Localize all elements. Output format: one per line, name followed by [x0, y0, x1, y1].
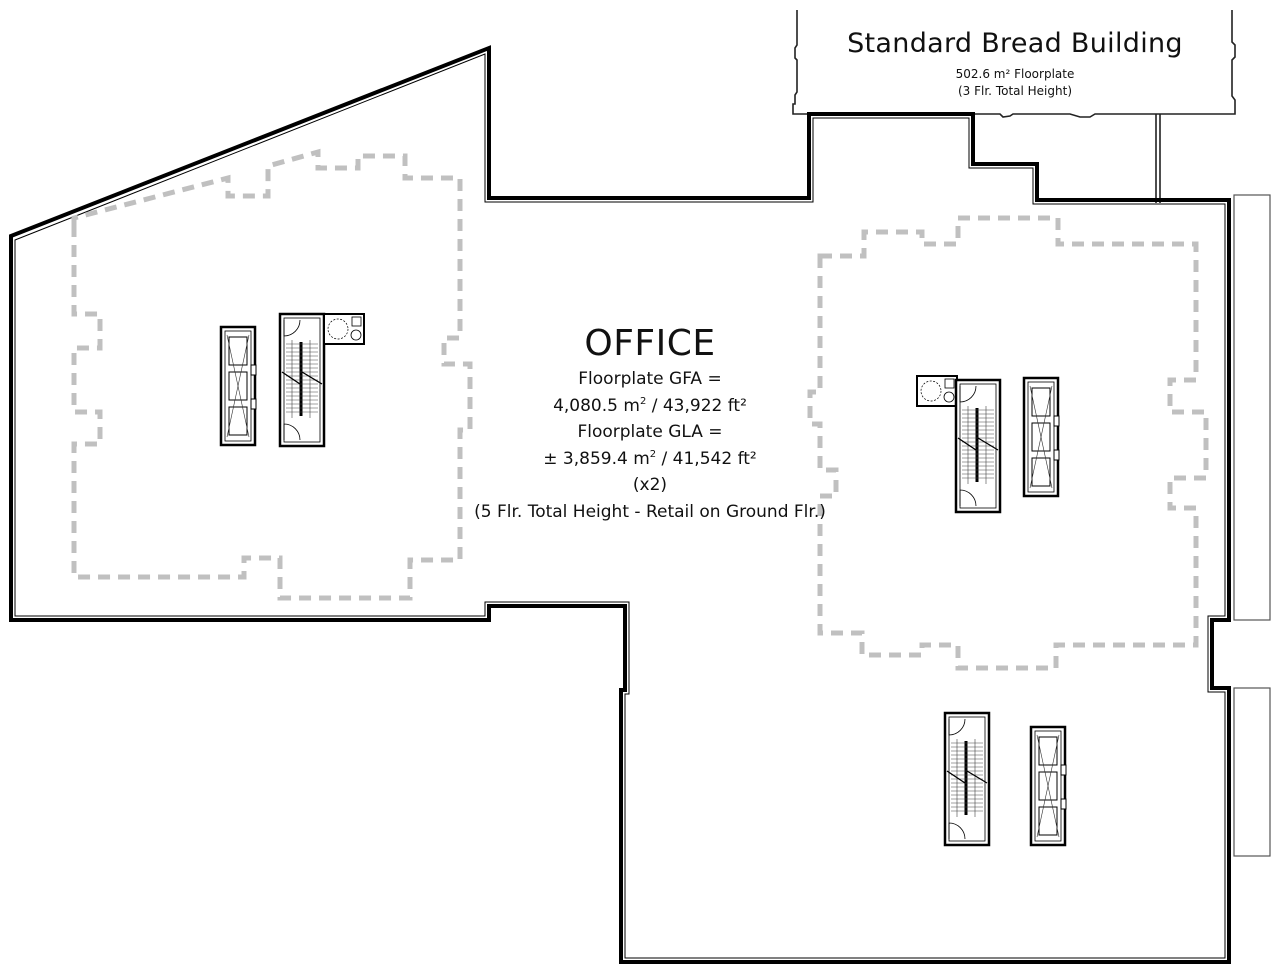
south-core	[943, 711, 1068, 847]
office-label-block: OFFICE Floorplate GFA = 4,080.5 m2 / 43,…	[440, 322, 860, 525]
standard-bread-building-floorplate: 502.6 m² Floorplate	[955, 67, 1075, 81]
office-gla-value: ± 3,859.4 m2 / 41,542 ft²	[440, 446, 860, 473]
office-building-walls	[9, 45, 1231, 964]
gfa-m2-superscript: 2	[639, 395, 647, 407]
office-multiplier: (x2)	[632, 475, 668, 495]
elevator-bank-icon	[1022, 376, 1061, 498]
washroom-icon	[323, 313, 365, 345]
adjacent-east-boxes	[1233, 194, 1271, 857]
office-gfa-label: Floorplate GFA =	[578, 369, 722, 389]
west-leasing-boundary	[71, 148, 473, 601]
gfa-ft2: / 43,922 ft²	[646, 395, 747, 416]
gla-ft2: / 41,542 ft²	[656, 448, 757, 469]
stair-icon	[943, 711, 991, 847]
standard-bread-building-outline	[792, 10, 1236, 203]
elevator-bank-icon	[219, 325, 258, 447]
west-core	[219, 312, 365, 448]
stair-icon	[278, 312, 326, 448]
office-height-note: (5 Flr. Total Height - Retail on Ground …	[474, 501, 826, 522]
east-core	[916, 375, 1061, 514]
office-title: OFFICE	[584, 323, 716, 364]
standard-bread-building-height: (3 Flr. Total Height)	[957, 84, 1073, 98]
gfa-m2: 4,080.5 m	[553, 395, 640, 416]
gla-m2: ± 3,859.4 m	[543, 448, 650, 469]
office-gfa-value: 4,080.5 m2 / 43,922 ft²	[440, 393, 860, 420]
stair-icon	[954, 378, 1002, 514]
gla-m2-superscript: 2	[649, 448, 657, 460]
washroom-icon	[916, 375, 958, 407]
office-gla-label: Floorplate GLA =	[577, 422, 723, 442]
elevator-bank-icon	[1029, 725, 1068, 847]
east-leasing-boundary	[807, 215, 1209, 671]
standard-bread-building-title: Standard Bread Building	[847, 28, 1183, 59]
